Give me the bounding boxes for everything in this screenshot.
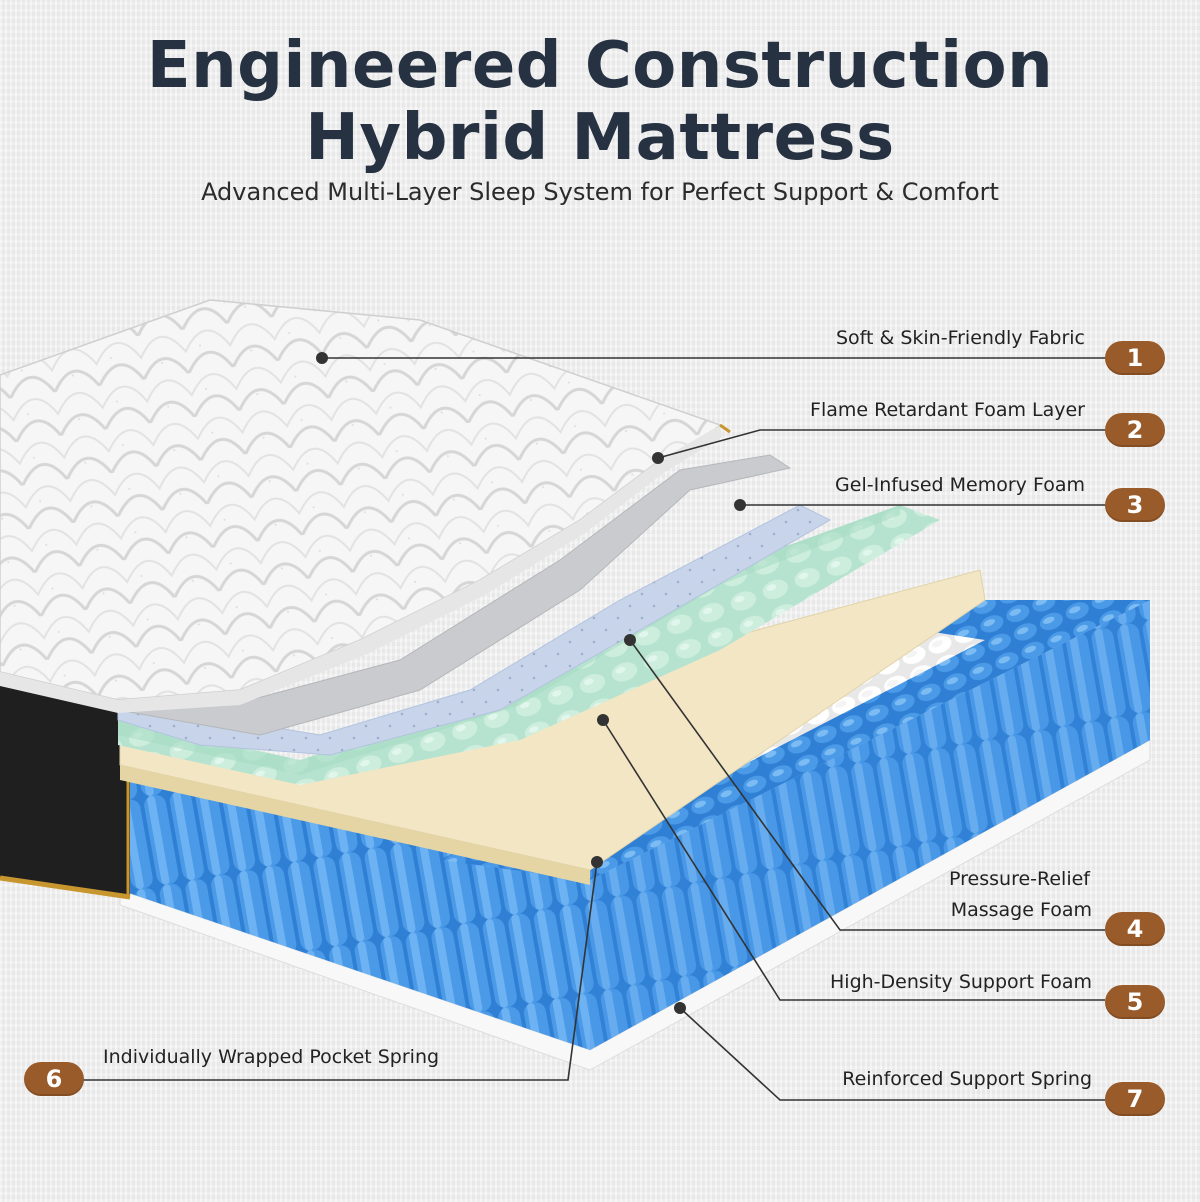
label-layer-7: Reinforced Support Spring (842, 1068, 1092, 1090)
label-layer-4-line-2: Massage Foam (950, 899, 1092, 921)
badge-layer-4: 4 (1105, 912, 1165, 946)
pocket-spring-front (120, 765, 590, 1050)
badge-layer-6: 6 (24, 1062, 84, 1096)
label-layer-1: Soft & Skin-Friendly Fabric (835, 327, 1085, 349)
badge-layer-7: 7 (1105, 1082, 1165, 1116)
label-layer-6: Individually Wrapped Pocket Spring (103, 1046, 440, 1068)
label-layer-4-line-1: Pressure-Relief (949, 868, 1090, 890)
badge-layer-3: 3 (1105, 488, 1165, 522)
label-layer-3: Gel-Infused Memory Foam (835, 474, 1085, 496)
leader-lines (82, 357, 1105, 1101)
badge-layer-5: 5 (1105, 985, 1165, 1019)
flame-retardant-foam-layer (117, 454, 792, 736)
page-title-line-1: Engineered Construction (146, 29, 1054, 103)
side-panel (0, 675, 130, 898)
label-layer-5: High-Density Support Foam (830, 971, 1092, 993)
badge-layer-2: 2 (1105, 413, 1165, 447)
label-layer-2: Flame Retardant Foam Layer (810, 399, 1085, 421)
leader-dots (316, 352, 746, 1014)
page-subtitle: Advanced Multi-Layer Sleep System for Pe… (201, 178, 999, 206)
page-title-line-2: Hybrid Mattress (305, 101, 895, 175)
badge-layer-1: 1 (1105, 341, 1165, 375)
